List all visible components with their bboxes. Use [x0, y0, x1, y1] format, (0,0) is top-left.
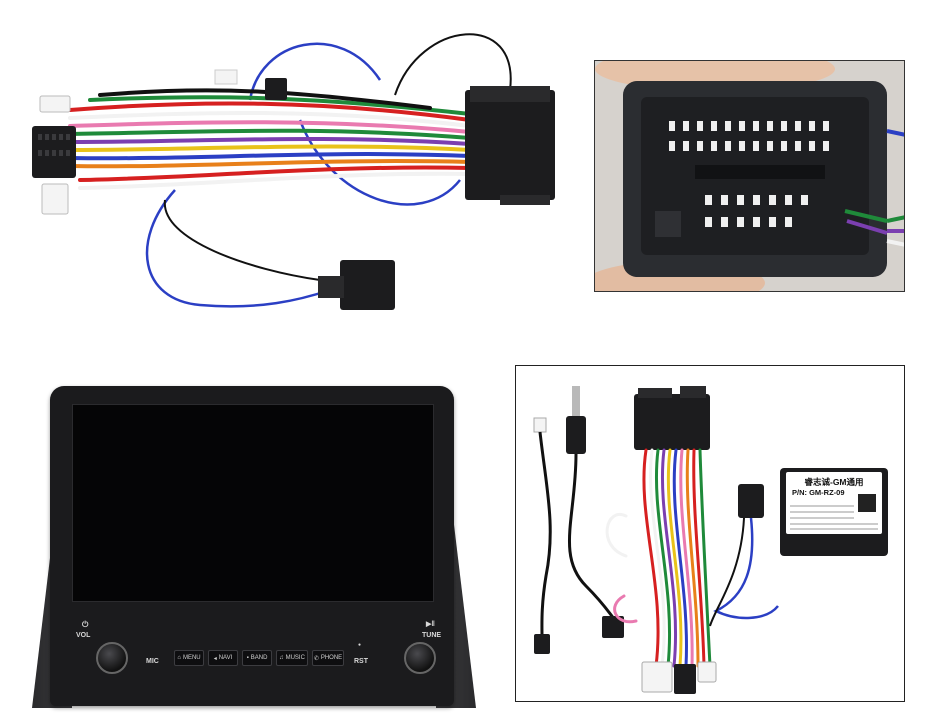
connector-closeup-photo	[594, 60, 905, 292]
band-button[interactable]: ▪ BAND	[242, 650, 272, 666]
stereo-screen[interactable]	[72, 404, 434, 602]
volume-knob[interactable]	[96, 642, 128, 674]
music-button[interactable]: ♫ MUSIC	[276, 650, 308, 666]
reset-dot-icon: ●	[358, 642, 362, 648]
mic-label: MIC	[146, 658, 159, 665]
control-box-title: 睿志诚-GM通用	[804, 477, 864, 487]
kit-contents-photo: 睿志诚-GM通用 P/N: GM-RZ-09	[515, 365, 905, 702]
power-icon: ⏻	[82, 620, 89, 629]
music-icon: ♫	[279, 655, 284, 661]
stereo-control-bar: ⏻ VOL MIC ⌂ MENU ◂ NAVI ▪ BAND ♫ MUSIC ✆…	[56, 618, 448, 674]
rst-label: RST	[354, 658, 368, 665]
phone-icon: ✆	[313, 655, 319, 662]
music-button-label: MUSIC	[285, 655, 305, 661]
tune-label: TUNE	[422, 632, 442, 639]
navi-button-label: NAVI	[218, 655, 233, 661]
menu-button-label: MENU	[182, 655, 201, 661]
navi-button[interactable]: ◂ NAVI	[208, 650, 238, 666]
control-box-part-number: P/N: GM-RZ-09	[792, 488, 845, 497]
menu-button[interactable]: ⌂ MENU	[174, 650, 204, 666]
harness-illustration	[32, 33, 555, 310]
phone-button[interactable]: ✆ PHONE	[312, 650, 344, 666]
home-icon: ⌂	[177, 655, 181, 661]
radio-icon: ▪	[246, 655, 249, 661]
harness-photo	[0, 0, 590, 340]
kit-illustration	[533, 386, 888, 694]
navigation-icon: ◂	[213, 655, 217, 662]
vol-label: VOL	[76, 632, 91, 639]
band-button-label: BAND	[250, 655, 268, 661]
play-pause-icon: ▶‖	[426, 621, 435, 628]
tune-knob[interactable]	[404, 642, 436, 674]
connector-illustration	[595, 61, 904, 291]
phone-button-label: PHONE	[320, 655, 343, 661]
stereo-head-unit: ⏻ VOL MIC ⌂ MENU ◂ NAVI ▪ BAND ♫ MUSIC ✆…	[30, 378, 480, 714]
